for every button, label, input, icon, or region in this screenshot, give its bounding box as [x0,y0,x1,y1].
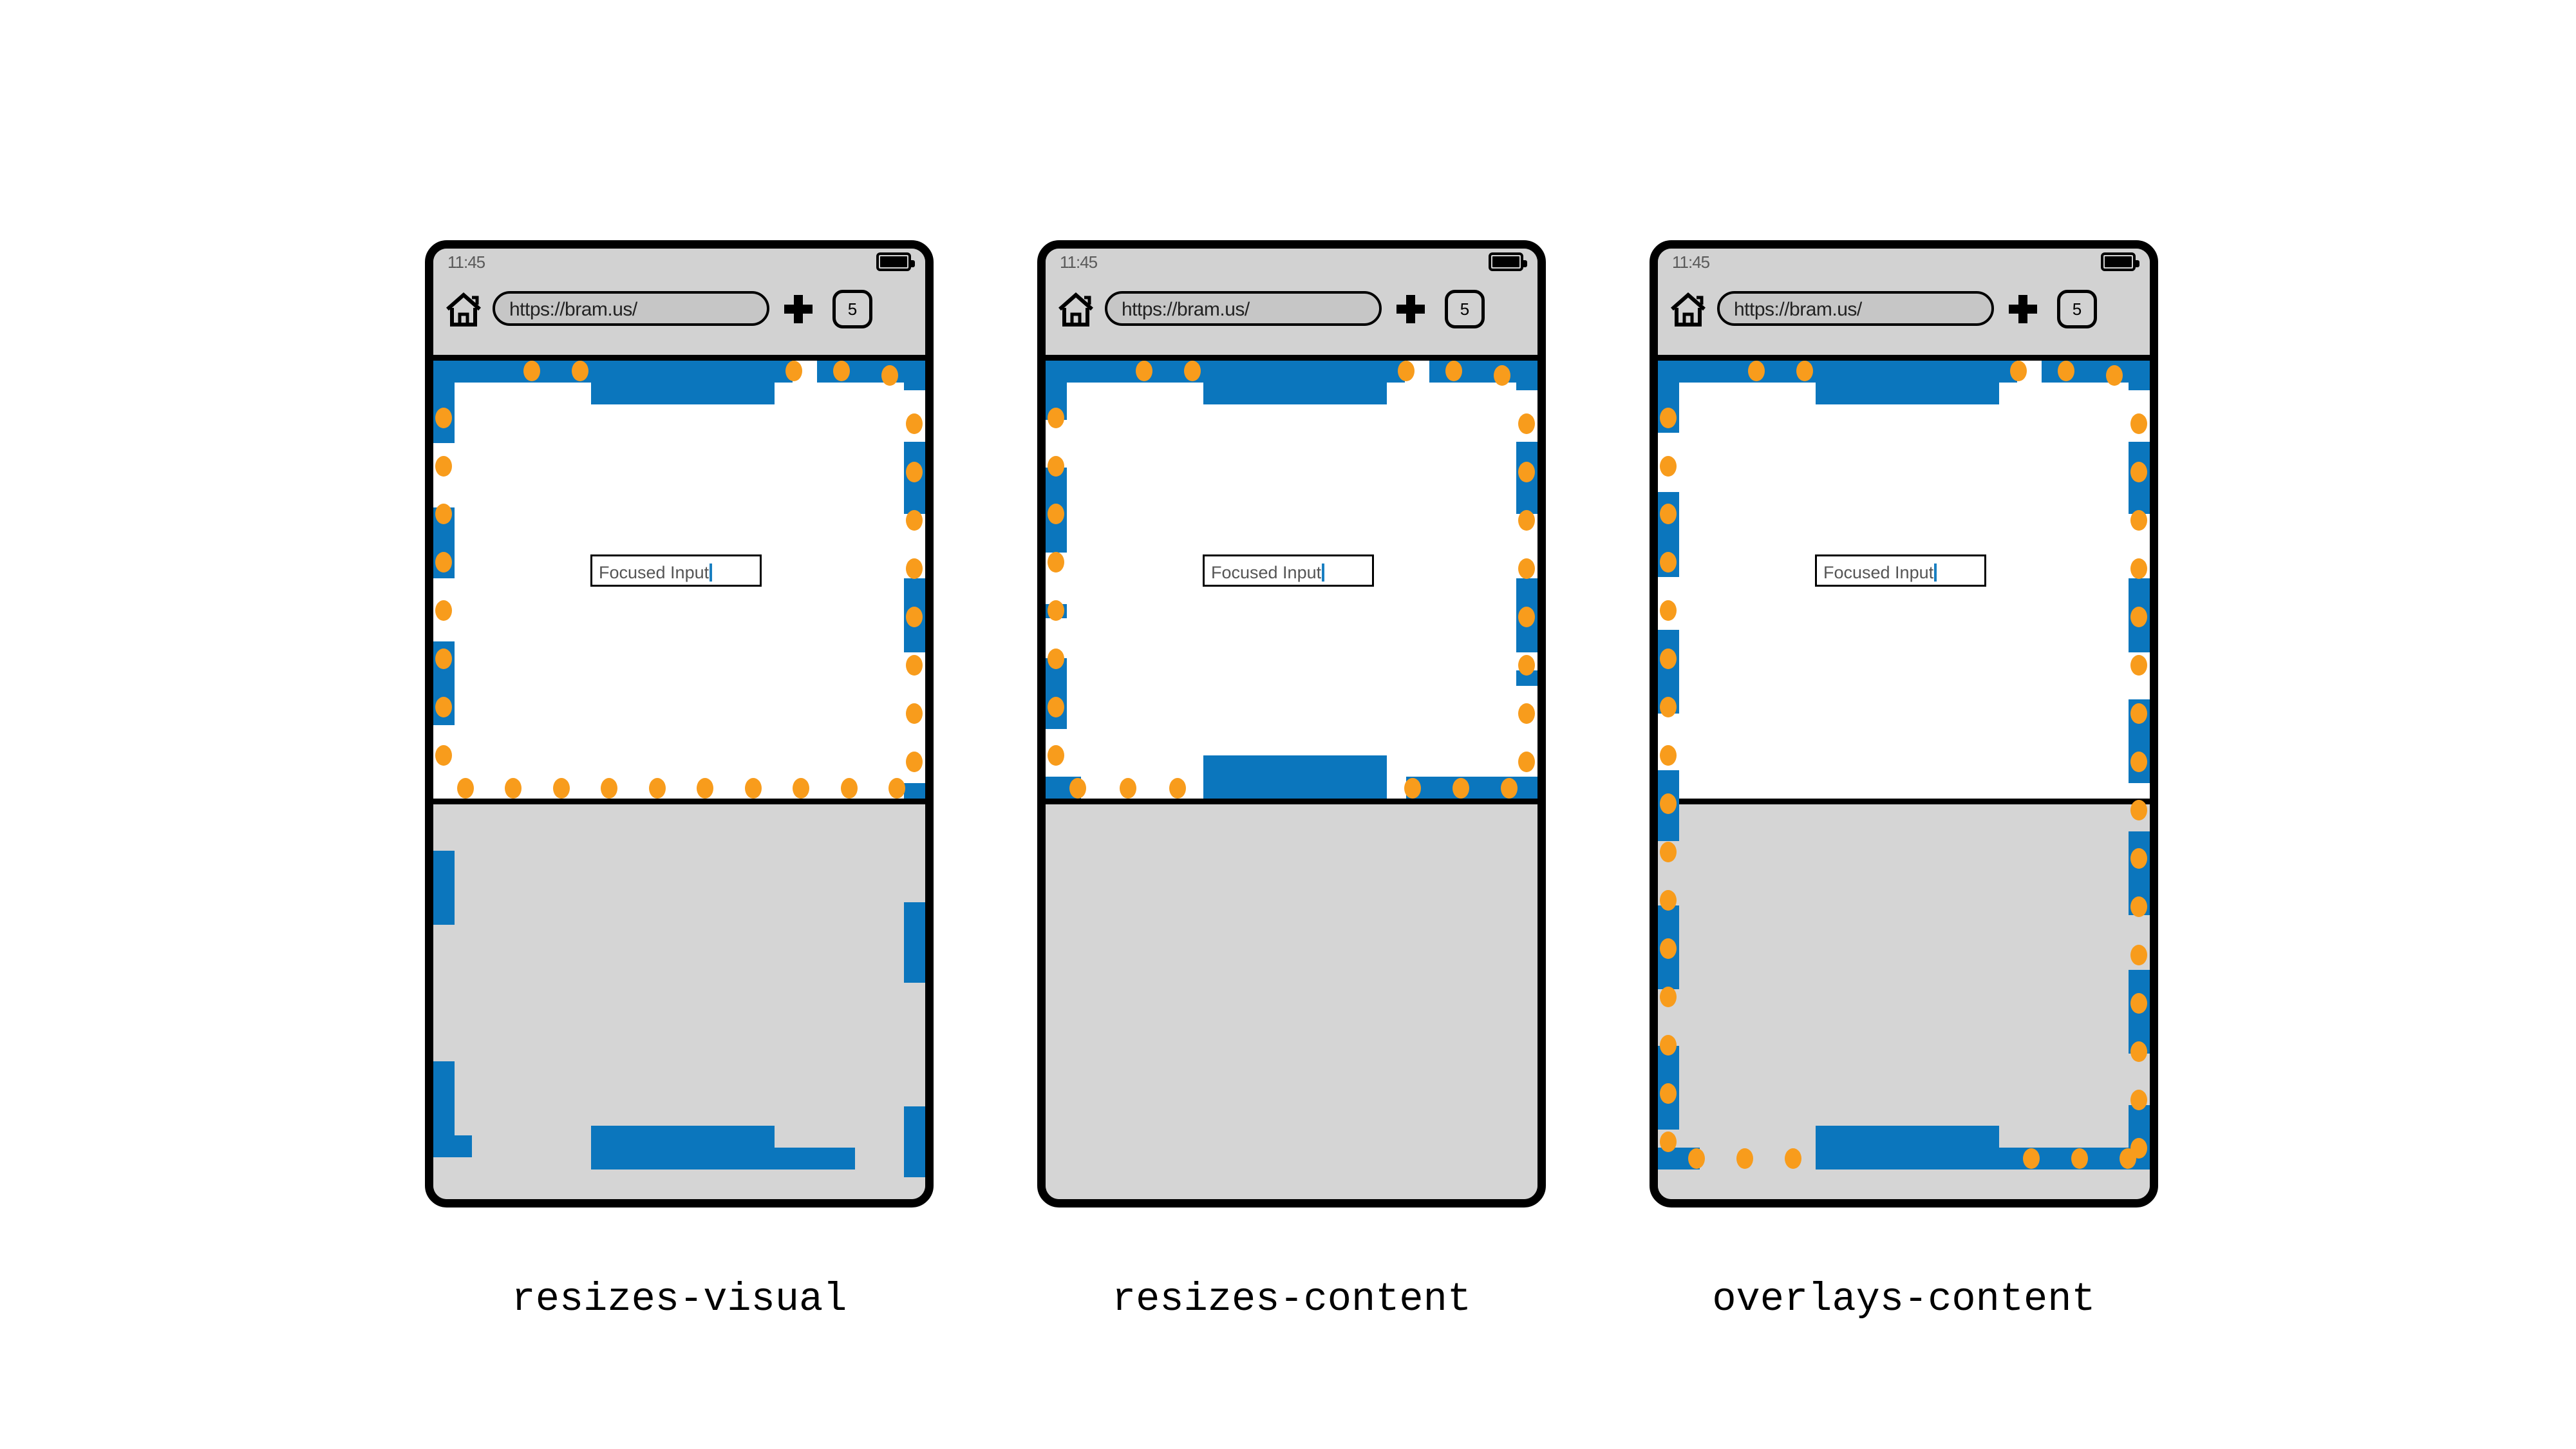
toolbar: https://bram.us/ 5 [433,278,925,355]
focused-input-value: Focused Input [1823,563,1934,582]
text-caret [710,564,713,582]
status-bar: 11:45 [1658,249,2150,278]
text-caret [1322,564,1325,582]
home-icon[interactable] [1669,290,1707,327]
caption-overlays-content: overlays-content [1712,1276,2096,1322]
tab-count-label: 5 [2072,299,2082,319]
browser-chrome: 11:45 https://bram.us/ 5 [433,249,925,361]
focused-input[interactable]: Focused Input [590,554,762,587]
focused-input-value: Focused Input [1211,563,1322,582]
url-text: https://bram.us/ [1122,299,1250,320]
toolbar: https://bram.us/ 5 [1046,278,1537,355]
keyboard-area [433,804,925,1199]
phone-resizes-content: 11:45 https://bram.us/ 5 [1037,240,1546,1208]
browser-chrome: 11:45 https://bram.us/ 5 [1046,249,1537,361]
plus-icon[interactable] [2009,295,2037,323]
keyboard-divider [433,799,925,804]
tab-count-button[interactable]: 5 [2057,290,2097,328]
battery-full-icon [2101,252,2139,271]
focused-input[interactable]: Focused Input [1815,554,1986,587]
battery-full-icon [1489,252,1527,271]
caption-resizes-visual: resizes-visual [511,1276,847,1322]
keyboard-divider [1658,799,2150,804]
tab-count-label: 5 [847,299,858,319]
toolbar: https://bram.us/ 5 [1658,278,2150,355]
tab-count-label: 5 [1460,299,1470,319]
phone-overlays-content: 11:45 https://bram.us/ 5 [1650,240,2158,1208]
status-bar: 11:45 [1046,249,1537,278]
home-icon[interactable] [1057,290,1095,327]
status-clock: 11:45 [447,252,485,272]
keyboard-area [1046,804,1537,1199]
phone-resizes-visual: 11:45 https://bram.us/ 5 [425,240,934,1208]
content-viewport: Focused Input [433,361,925,799]
tab-count-button[interactable]: 5 [1445,290,1485,328]
url-bar[interactable]: https://bram.us/ [1717,291,1994,326]
plus-icon[interactable] [784,295,813,323]
plus-icon[interactable] [1396,295,1425,323]
status-clock: 11:45 [1672,252,1710,272]
status-clock: 11:45 [1060,252,1098,272]
browser-chrome: 11:45 https://bram.us/ 5 [1658,249,2150,361]
content-viewport: Focused Input [1046,361,1537,799]
url-text: https://bram.us/ [1734,299,1862,320]
url-bar[interactable]: https://bram.us/ [493,291,769,326]
text-caret [1934,564,1937,582]
url-bar[interactable]: https://bram.us/ [1105,291,1382,326]
status-bar: 11:45 [433,249,925,278]
url-text: https://bram.us/ [509,299,637,320]
battery-full-icon [876,252,915,271]
keyboard-area [1658,804,2150,1199]
home-icon[interactable] [445,290,482,327]
keyboard-divider [1046,799,1537,804]
tab-count-button[interactable]: 5 [832,290,872,328]
caption-resizes-content: resizes-content [1111,1276,1472,1322]
content-viewport: Focused Input [1658,361,2150,799]
focused-input-value: Focused Input [599,563,710,582]
focused-input[interactable]: Focused Input [1203,554,1374,587]
